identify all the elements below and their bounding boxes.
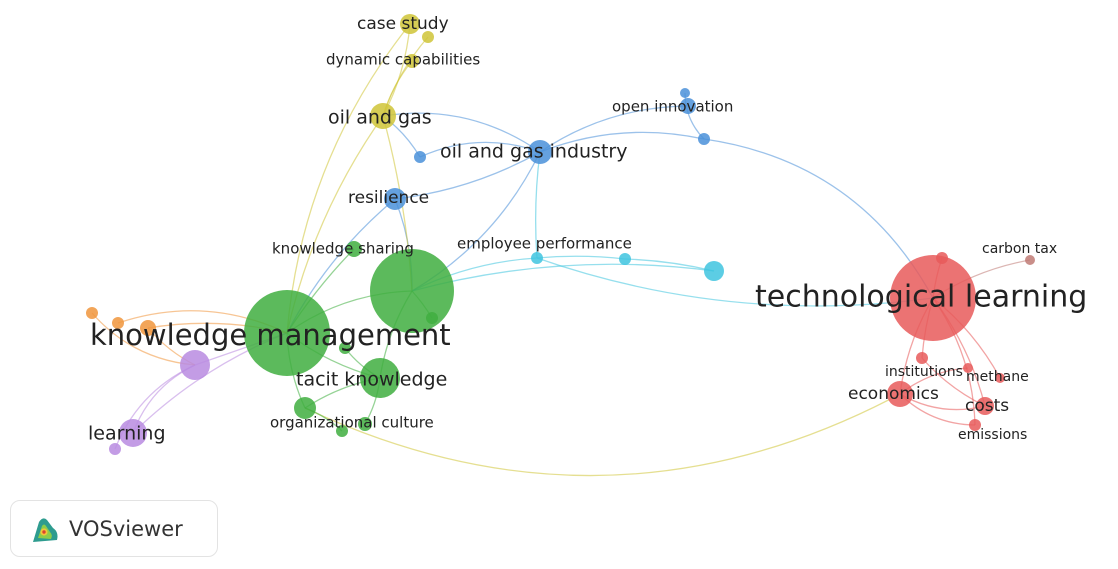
label-economics[interactable]: economics <box>848 384 939 404</box>
node-oil-and-gas-industry[interactable] <box>528 140 552 164</box>
vosviewer-brand: VOSviewer <box>69 516 183 541</box>
label-emissions[interactable]: emissions <box>958 427 1027 443</box>
label-case-study[interactable]: case study <box>357 14 449 34</box>
node-knowledge-sharing[interactable] <box>370 249 454 333</box>
node-layer <box>86 14 1035 455</box>
label-methane[interactable]: methane <box>966 369 1029 385</box>
label-resilience[interactable]: resilience <box>348 188 429 208</box>
vosviewer-badge: VOSviewer <box>10 500 218 557</box>
node-knowledge-management[interactable] <box>244 290 330 376</box>
node-aux-15[interactable] <box>336 425 348 437</box>
node-methane[interactable] <box>995 373 1005 383</box>
link-14 <box>539 105 689 153</box>
label-tacit-knowledge[interactable]: tacit knowledge <box>296 369 447 391</box>
label-open-innovation[interactable]: open innovation <box>612 98 733 116</box>
link-45 <box>382 36 429 117</box>
label-dynamic-capabilities[interactable]: dynamic capabilities <box>326 51 480 69</box>
label-technological-learning[interactable]: technological learning <box>755 280 1087 315</box>
node-aux-11[interactable] <box>346 241 362 257</box>
node-emissions[interactable] <box>969 419 981 431</box>
node-aux-14[interactable] <box>358 417 372 431</box>
node-employee-performance[interactable] <box>531 252 543 264</box>
vosviewer-logo-icon <box>33 517 58 542</box>
label-learning[interactable]: learning <box>88 423 166 445</box>
link-43 <box>419 141 541 158</box>
node-costs[interactable] <box>976 397 994 415</box>
node-aux-1[interactable] <box>414 151 426 163</box>
link-34 <box>536 255 626 260</box>
node-aux-6[interactable] <box>180 350 210 380</box>
link-17 <box>536 257 934 307</box>
node-aux-8[interactable] <box>86 307 98 319</box>
node-aux-0[interactable] <box>422 31 434 43</box>
label-costs[interactable]: costs <box>965 396 1009 416</box>
node-technological-learning[interactable] <box>890 255 976 341</box>
link-35 <box>411 263 715 292</box>
link-31 <box>539 131 705 153</box>
node-aux-2[interactable] <box>698 133 710 145</box>
label-oil-and-gas[interactable]: oil and gas <box>328 107 432 129</box>
node-resilience[interactable] <box>384 188 406 210</box>
node-aux-10[interactable] <box>140 320 156 336</box>
label-layer: technological learning economics costs emis… <box>88 14 1087 445</box>
node-organizational-culture[interactable] <box>294 397 316 419</box>
node-aux-17[interactable] <box>963 363 973 373</box>
link-8 <box>286 23 411 334</box>
node-carbon-tax[interactable] <box>1025 255 1035 265</box>
node-tacit-knowledge[interactable] <box>360 358 400 398</box>
node-aux-5[interactable] <box>619 253 631 265</box>
node-economics[interactable] <box>887 381 913 407</box>
node-aux-3[interactable] <box>680 88 690 98</box>
node-aux-9[interactable] <box>112 317 124 329</box>
link-27 <box>304 393 901 477</box>
node-aux-7[interactable] <box>109 443 121 455</box>
label-organizational-culture[interactable]: organizational culture <box>270 414 434 432</box>
node-learning[interactable] <box>119 419 147 447</box>
label-knowledge-sharing[interactable]: knowledge sharing <box>272 240 414 258</box>
node-case-study[interactable] <box>400 14 420 34</box>
label-knowledge-management[interactable]: knowledge management <box>90 318 451 352</box>
node-aux-12[interactable] <box>339 342 351 354</box>
label-carbon-tax[interactable]: carbon tax <box>982 241 1057 257</box>
label-oil-and-gas-industry[interactable]: oil and gas industry <box>440 141 627 163</box>
label-employee-performance[interactable]: employee performance <box>457 235 632 253</box>
node-institutions[interactable] <box>916 352 928 364</box>
node-dynamic-capabilities[interactable] <box>405 54 419 68</box>
node-oil-and-gas[interactable] <box>370 103 396 129</box>
label-institutions[interactable]: institutions <box>885 364 963 380</box>
link-11 <box>382 112 541 153</box>
link-16 <box>394 151 541 200</box>
node-aux-4[interactable] <box>704 261 724 281</box>
node-open-innovation[interactable] <box>680 98 696 114</box>
